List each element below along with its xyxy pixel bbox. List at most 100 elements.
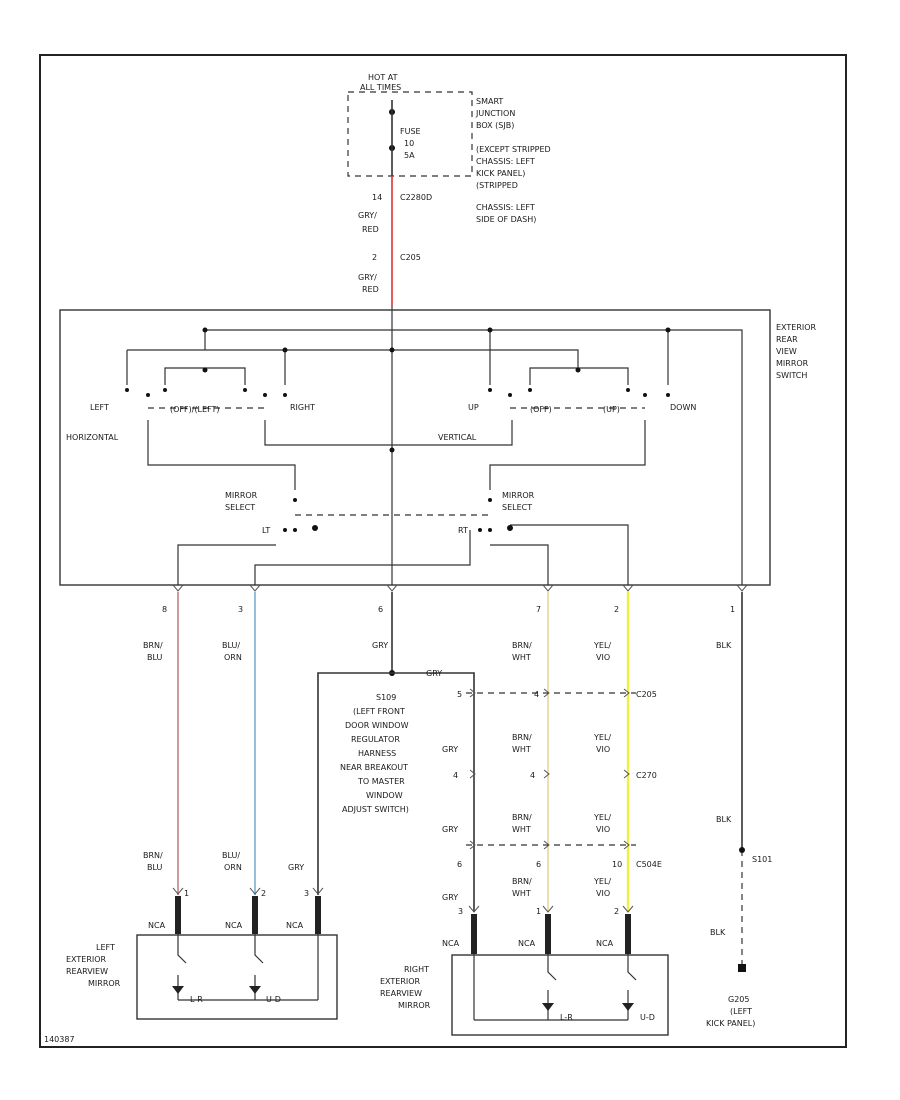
wire-label-blu-orn-2b: ORN	[224, 863, 242, 872]
wire-label-blk-3: BLK	[710, 928, 726, 937]
svg-text:MIRROR: MIRROR	[398, 1001, 431, 1010]
label-up-vertical: (UP)	[603, 405, 620, 414]
c205-pin-a: 5	[457, 690, 462, 699]
label-horizontal: HORIZONTAL	[66, 433, 119, 442]
left-motor-ud: U-D	[266, 995, 281, 1004]
left-mirror-label: LEFT EXTERIOR REARVIEW MIRROR	[66, 943, 121, 988]
nca-right-3: NCA	[596, 939, 614, 948]
wire-label-gry-2: GRY	[442, 745, 458, 754]
wire-label-brn-wht-2a: BRN/	[512, 733, 532, 742]
right-connectors	[466, 688, 636, 850]
select-rt: RT	[458, 526, 468, 535]
junction-box-outline	[347, 91, 473, 177]
pin-2: 2	[614, 605, 619, 614]
svg-text:(EXCEPT STRIPPED: (EXCEPT STRIPPED	[476, 145, 551, 154]
wire-label-gry-red-1a: GRY/	[358, 211, 377, 220]
right-mirror-motors	[473, 954, 637, 1021]
connector-c205-top: C205	[400, 253, 421, 262]
switch-internal-wiring	[126, 305, 743, 585]
splice-s101-label: S101	[752, 855, 772, 864]
svg-text:SWITCH: SWITCH	[776, 371, 807, 380]
wire-label-blk-2: BLK	[716, 815, 732, 824]
pin-6: 6	[378, 605, 383, 614]
wire-label-blu-orn-1b: ORN	[224, 653, 242, 662]
svg-text:TO MASTER: TO MASTER	[357, 777, 405, 786]
right-mirror-box	[451, 954, 669, 1036]
wire-label-brn-wht-2b: WHT	[512, 745, 531, 754]
right-mirror-pin-3: 3	[458, 907, 463, 916]
c504e-pin-b: 6	[536, 860, 541, 869]
left-mirror-box	[136, 934, 338, 1020]
wire-label-brn-wht-4b: WHT	[512, 889, 531, 898]
label-up: UP	[468, 403, 479, 412]
svg-text:RIGHT: RIGHT	[404, 965, 429, 974]
mirror-switch-label: EXTERIOR REAR VIEW MIRROR SWITCH	[776, 323, 817, 380]
label-down: DOWN	[670, 403, 696, 412]
svg-text:SMART: SMART	[476, 97, 503, 106]
pin-3: 3	[238, 605, 243, 614]
nca-left-3: NCA	[286, 921, 304, 930]
junction-box-label: SMART JUNCTION BOX (SJB) (EXCEPT STRIPPE…	[475, 97, 551, 224]
c504e-pin-c: 10	[612, 860, 622, 869]
mirror-select-right-2: SELECT	[502, 503, 532, 512]
nca-left-2: NCA	[225, 921, 243, 930]
svg-text:HARNESS: HARNESS	[358, 749, 396, 758]
splice-s109-wiring	[317, 670, 475, 912]
select-lt: LT	[262, 526, 270, 535]
diagram-frame	[39, 54, 847, 1048]
svg-text:EXTERIOR: EXTERIOR	[776, 323, 817, 332]
svg-text:S109: S109	[376, 693, 396, 702]
c504e-pin-a: 6	[457, 860, 462, 869]
nca-right-2: NCA	[518, 939, 536, 948]
pin-14: 14	[372, 193, 382, 202]
diagram-id: 140387	[44, 1035, 75, 1044]
label-off-vertical: (OFF)	[530, 405, 552, 414]
wire-label-gry-4: GRY	[442, 893, 458, 902]
svg-text:MIRROR: MIRROR	[88, 979, 121, 988]
right-mirror-pin-connectors	[468, 905, 634, 954]
ground-g205-symbol	[738, 964, 746, 972]
wire-label-brn-wht-3a: BRN/	[512, 813, 532, 822]
left-mirror-pin-connectors	[172, 887, 324, 934]
wire-label-yel-vio-3a: YEL/	[593, 813, 611, 822]
right-mirror-pin-1: 1	[536, 907, 541, 916]
hot-at-line1: HOT AT	[368, 73, 398, 82]
label-off-left: (OFF)/(LEFT)	[170, 405, 220, 414]
wire-label-yel-vio-1b: VIO	[596, 653, 610, 662]
wire-label-brn-blu-2b: BLU	[147, 863, 163, 872]
wire-label-yel-vio-4a: YEL/	[593, 877, 611, 886]
mirror-switch-box	[59, 309, 771, 586]
connector-c2280d: C2280D	[400, 193, 432, 202]
svg-text:REARVIEW: REARVIEW	[380, 989, 422, 998]
c504e-label: C504E	[636, 860, 662, 869]
left-mirror-pin-2: 2	[261, 889, 266, 898]
mirror-select-right-1: MIRROR	[502, 491, 535, 500]
svg-text:(STRIPPED: (STRIPPED	[476, 181, 518, 190]
wire-label-yel-vio-1a: YEL/	[593, 641, 611, 650]
right-motor-lr: L-R	[560, 1013, 573, 1022]
wire-label-gry-red-1b: RED	[362, 225, 379, 234]
nca-right-1: NCA	[442, 939, 460, 948]
svg-text:JUNCTION: JUNCTION	[475, 109, 515, 118]
splice-gry-label: GRY	[426, 669, 442, 678]
wire-label-gry-red-2a: GRY/	[358, 273, 377, 282]
wire-label-gry-1: GRY	[372, 641, 388, 650]
switch-contacts	[125, 327, 671, 532]
right-mirror-pin-2: 2	[614, 907, 619, 916]
svg-text:CHASSIS: LEFT: CHASSIS: LEFT	[476, 203, 535, 212]
svg-text:EXTERIOR: EXTERIOR	[66, 955, 107, 964]
wire-label-brn-blu-2a: BRN/	[143, 851, 163, 860]
c270-pin-b: 4	[530, 771, 535, 780]
left-motor-lr: L-R	[190, 995, 203, 1004]
hot-at-line2: ALL TIMES	[360, 83, 401, 92]
wire-label-brn-wht-1a: BRN/	[512, 641, 532, 650]
switch-bottom-connectors	[172, 584, 748, 592]
svg-text:G205: G205	[728, 995, 749, 1004]
svg-text:REAR: REAR	[776, 335, 798, 344]
svg-text:ADJUST SWITCH): ADJUST SWITCH)	[342, 805, 409, 814]
svg-text:LEFT: LEFT	[96, 943, 115, 952]
wire-label-brn-wht-1b: WHT	[512, 653, 531, 662]
mirror-select-left-2: SELECT	[225, 503, 255, 512]
mirror-select-left-1: MIRROR	[225, 491, 258, 500]
wire-label-blk-1: BLK	[716, 641, 732, 650]
